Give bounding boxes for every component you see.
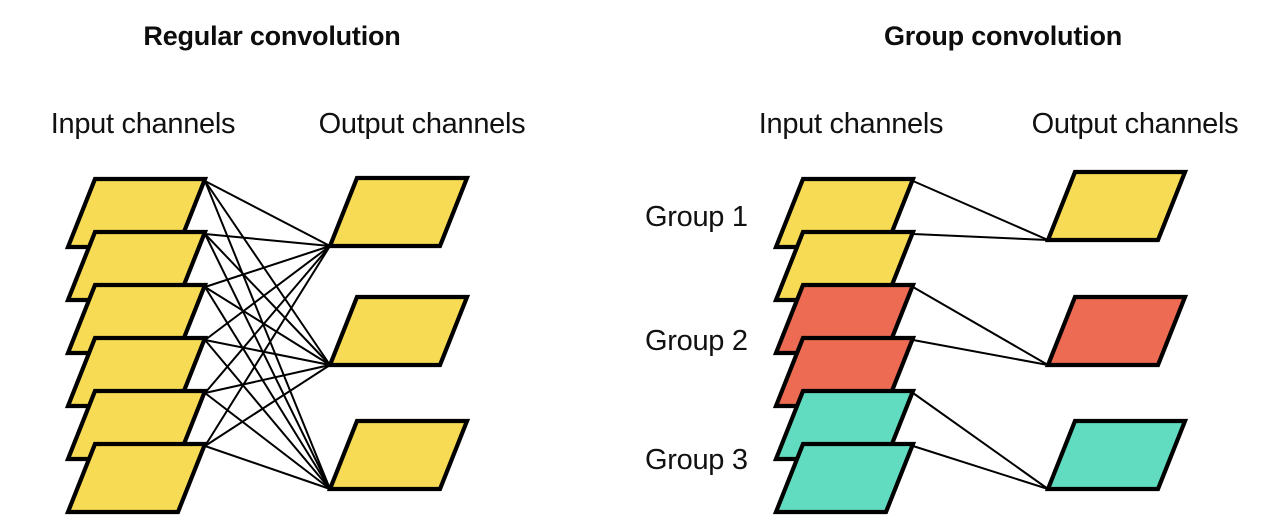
input-channels-label: Input channels: [759, 108, 943, 140]
group-label-1: Group 1: [645, 201, 748, 233]
panel-title-group: Group convolution: [884, 21, 1122, 51]
connection-line: [204, 233, 331, 247]
output-channels-label: Output channels: [319, 108, 526, 140]
connection-lines: [204, 180, 331, 490]
input-channel-6: [772, 441, 917, 515]
output-channels-label: Output channels: [1032, 108, 1239, 140]
connection-line: [912, 180, 1049, 241]
connection-line: [204, 364, 331, 447]
output-channel-2: [1044, 294, 1189, 368]
group-label-3: Group 3: [645, 444, 748, 476]
connection-line: [204, 339, 331, 490]
connection-line: [912, 445, 1049, 490]
connection-line: [204, 245, 331, 341]
input-channel-stack: [772, 176, 917, 515]
group-label-2: Group 2: [645, 325, 748, 357]
output-channel-1: [1044, 169, 1189, 243]
connection-line: [912, 392, 1049, 490]
connection-line: [204, 339, 331, 366]
panel-title-regular: Regular convolution: [143, 21, 400, 51]
output-channel-stack: [326, 175, 471, 492]
connection-line: [204, 233, 331, 490]
connection-line: [204, 180, 331, 247]
connection-line: [204, 233, 331, 366]
connection-line: [204, 245, 331, 447]
connection-line: [912, 339, 1049, 366]
input-channel-stack: [64, 176, 209, 515]
connection-line: [912, 233, 1049, 241]
connection-line: [204, 364, 331, 394]
connection-lines: [912, 180, 1049, 490]
output-channel-stack: [1044, 169, 1189, 492]
connection-line: [204, 392, 331, 490]
connection-line: [912, 286, 1049, 366]
output-channel-2: [326, 294, 471, 368]
connection-line: [204, 286, 331, 366]
input-channel-6: [64, 441, 209, 515]
connection-line: [204, 180, 331, 490]
output-channel-1: [326, 175, 471, 249]
connection-line: [204, 445, 331, 490]
output-channel-3: [326, 418, 471, 492]
connection-line: [204, 286, 331, 490]
input-channels-label: Input channels: [51, 108, 235, 140]
connection-line: [204, 245, 331, 288]
connection-line: [204, 180, 331, 366]
output-channel-3: [1044, 418, 1189, 492]
connection-line: [204, 245, 331, 394]
